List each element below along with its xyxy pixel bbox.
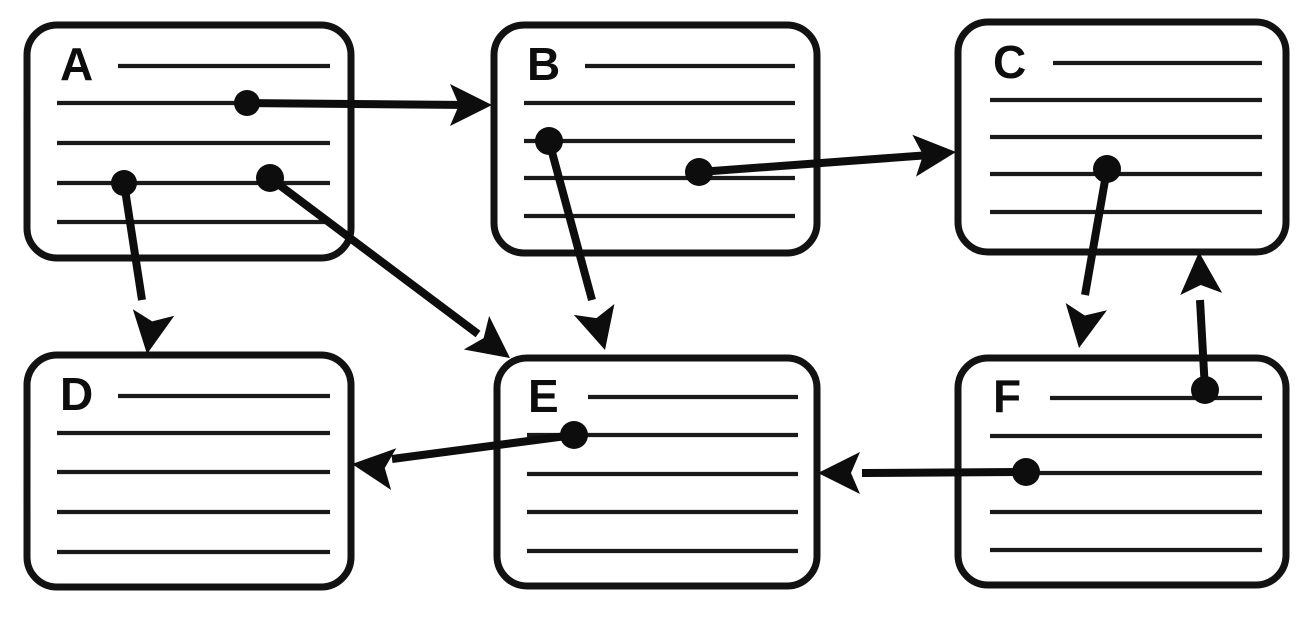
nodes-layer: A B C D E F	[23, 18, 1290, 591]
note-card-c[interactable]: C	[954, 18, 1290, 256]
edge-e-to-d[interactable]	[349, 421, 588, 490]
card-letter-f: F	[993, 370, 1021, 422]
card-letter-b: B	[527, 38, 560, 90]
edges-layer	[111, 84, 1223, 494]
arrowhead-icon	[463, 315, 510, 358]
edge-a-to-e[interactable]	[256, 164, 523, 375]
edge-shaft	[120, 182, 146, 301]
arrowhead-icon	[132, 309, 175, 354]
edge-c-to-f[interactable]	[1058, 155, 1121, 352]
edge-shaft	[698, 151, 931, 176]
note-card-d[interactable]: D	[23, 351, 355, 591]
card-letter-d: D	[60, 368, 93, 420]
card-letter-c: C	[993, 36, 1026, 88]
note-card-a[interactable]: A	[23, 21, 355, 262]
edge-b-to-c[interactable]	[685, 131, 958, 186]
note-card-b[interactable]: B	[490, 21, 821, 257]
card-letter-e: E	[528, 370, 559, 422]
edge-shaft	[861, 468, 1027, 477]
edge-source-dot[interactable]	[1093, 155, 1121, 183]
edge-f-to-c[interactable]	[1178, 251, 1223, 404]
edge-source-dot[interactable]	[256, 164, 284, 192]
edge-shaft	[391, 431, 575, 463]
edge-shaft	[246, 99, 471, 109]
edge-source-dot[interactable]	[1191, 376, 1219, 404]
edge-source-dot[interactable]	[111, 170, 137, 196]
edge-b-to-e[interactable]	[535, 127, 625, 355]
edge-source-dot[interactable]	[234, 90, 260, 116]
arrowhead-icon	[352, 448, 397, 490]
edge-a-to-d[interactable]	[111, 170, 175, 357]
edge-shaft	[1081, 168, 1111, 296]
edge-source-dot[interactable]	[535, 127, 563, 155]
edge-f-to-e[interactable]	[818, 452, 1040, 494]
edge-shaft	[1196, 299, 1209, 391]
edge-a-to-b[interactable]	[234, 84, 492, 126]
edge-source-dot[interactable]	[1012, 458, 1040, 486]
edge-source-dot[interactable]	[560, 421, 588, 449]
edge-shaft	[545, 139, 596, 302]
arrowhead-icon	[818, 452, 860, 494]
arrowhead-icon	[1180, 252, 1223, 296]
arrowhead-icon	[1065, 302, 1107, 348]
arrowhead-icon	[450, 84, 492, 126]
edge-shaft	[267, 174, 481, 338]
edge-source-dot[interactable]	[685, 158, 713, 186]
card-letter-a: A	[60, 38, 93, 90]
arrowhead-icon	[912, 134, 956, 177]
arrowhead-icon	[573, 303, 615, 350]
note-card-e[interactable]: E	[493, 354, 821, 590]
